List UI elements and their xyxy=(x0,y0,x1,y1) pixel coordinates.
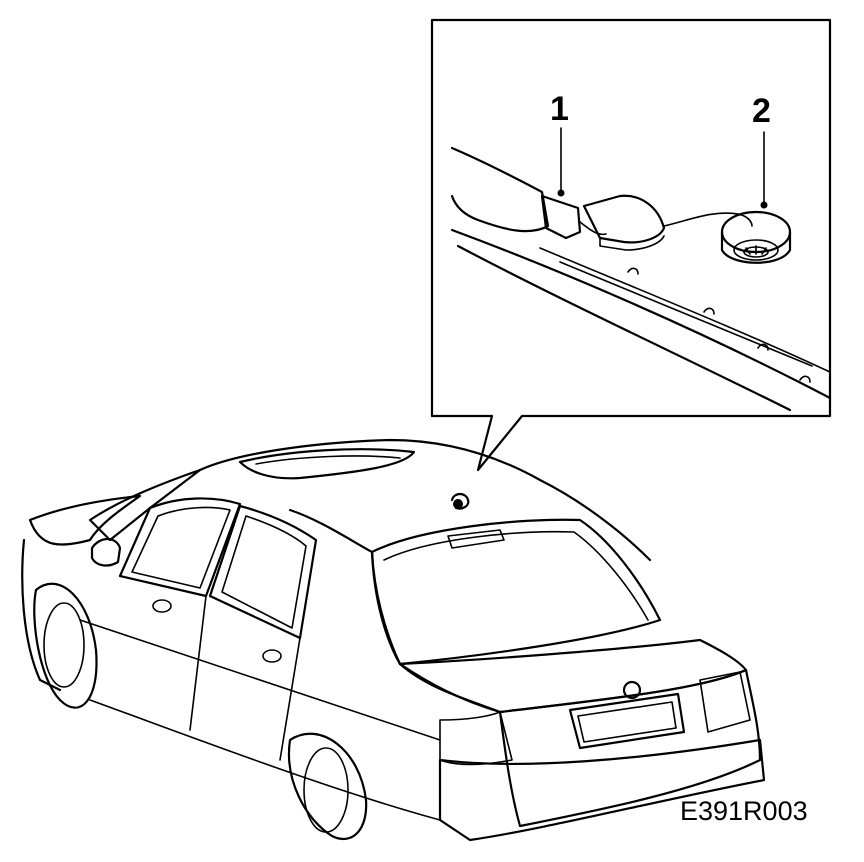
door-seam-rear xyxy=(279,637,301,761)
clip-hole xyxy=(799,375,811,383)
detail-inset: 1 2 xyxy=(430,18,832,472)
hood xyxy=(28,494,142,546)
rear-window xyxy=(370,518,662,666)
rear-side-window xyxy=(208,504,318,640)
roof-panel-inner-edge xyxy=(456,244,792,412)
callout-1-label: 1 xyxy=(550,90,569,128)
clip-hole xyxy=(627,267,639,275)
front-side-window xyxy=(118,497,242,598)
roof-rail-lower xyxy=(559,261,813,367)
callout-2-dot xyxy=(760,201,768,209)
cable-harness xyxy=(450,146,550,233)
callout-1-dot xyxy=(557,189,565,197)
rear-bumper xyxy=(438,738,766,842)
c-pillar xyxy=(288,508,502,714)
inset-frame xyxy=(430,18,832,472)
brake-light xyxy=(447,529,505,549)
front-body xyxy=(21,538,62,692)
number-plate-inner xyxy=(577,701,677,743)
door-seam-front xyxy=(189,595,207,731)
sunroof xyxy=(238,448,416,480)
tail-light-right xyxy=(699,671,751,733)
antenna-pad-thickness xyxy=(599,235,665,251)
body-crease xyxy=(79,619,441,741)
rear-badge xyxy=(622,680,642,700)
sunroof-inner xyxy=(255,455,401,465)
front-side-window-inner xyxy=(131,506,231,589)
figure-code: E391R003 xyxy=(680,796,808,826)
tail-light-left xyxy=(439,711,513,766)
boot-lid xyxy=(398,638,748,714)
car-illustration xyxy=(21,438,766,842)
callout-2-label: 2 xyxy=(752,92,771,130)
antenna-pad xyxy=(582,194,666,244)
windshield xyxy=(88,468,202,542)
roof-antenna-mark xyxy=(450,492,470,510)
sill-line xyxy=(89,699,441,821)
roof-rail-upper xyxy=(539,247,831,373)
roof-panel-edge xyxy=(450,228,832,400)
rear-body xyxy=(498,668,762,828)
side-mirror xyxy=(90,537,122,567)
car-roof xyxy=(198,438,652,562)
roof-antenna-base xyxy=(453,499,463,509)
connector xyxy=(540,194,582,240)
rear-window-inner xyxy=(383,530,649,621)
rear-wheel xyxy=(287,732,368,841)
antenna-base xyxy=(720,210,792,264)
connector-cable xyxy=(579,221,607,236)
front-wheel xyxy=(33,582,98,709)
door-handle-rear xyxy=(262,649,282,663)
number-plate xyxy=(568,692,686,750)
rear-side-window-inner xyxy=(221,515,307,629)
door-handle-front xyxy=(152,599,172,613)
clip-hole xyxy=(703,307,715,315)
clip-hole xyxy=(757,343,769,351)
